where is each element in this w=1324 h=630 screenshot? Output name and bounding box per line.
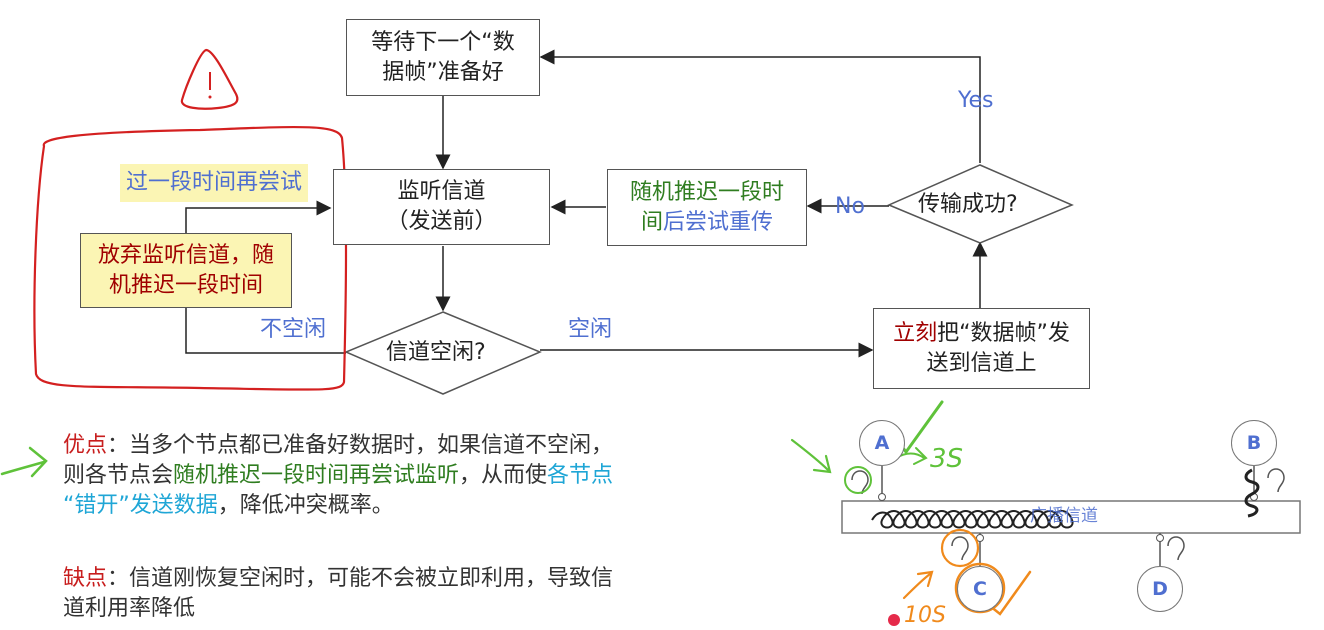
wait-box-line1: 等待下一个“数 [371,29,515,55]
success-diamond-shape [887,164,1074,244]
send-box-line1: 立刻把“数据帧”发 [893,319,1070,349]
pros-line2-a: 则各节点会 [63,463,174,488]
pros-line2-cyan: 各节点 [547,463,614,488]
give-up-listen-box: 放弃监听信道，随 机推迟一段时间 [80,233,292,308]
ear-icon-c [951,536,969,561]
pros-label: 优点 [63,433,108,458]
listen-channel-box: 监听信道 （发送前） [333,169,550,245]
retry-box-line2-b: 后尝试重传 [663,209,774,235]
idle-label: 空闲 [568,317,613,342]
node-d: D [1137,566,1183,612]
cons-line1-text: 信道刚恢复空闲时，可能不会被立即利用，导致信 [129,566,614,591]
green-circle-ear [844,466,872,494]
ear-icon-b [1267,468,1285,493]
node-b: B [1231,420,1277,466]
retry-box-line1: 随机推迟一段时 [629,179,784,205]
green-pointer-arrow [0,446,48,478]
retry-box-line2-a: 间 [640,209,663,235]
pros-line3: “错开”发送数据，降低冲突概率。 [63,491,763,521]
cons-label: 缺点 [63,566,108,591]
node-a: A [859,420,905,466]
giveup-box-line1: 放弃监听信道，随 [97,242,274,268]
pros-line3-b: ，降低冲突概率。 [217,493,394,518]
orange-circle-node-c [954,562,1006,614]
pros-line3-cyan: “错开”发送数据 [63,493,218,518]
pros-colon: ： [107,433,130,458]
pros-line2: 则各节点会随机推迟一段时间再尝试监听，从而使各节点 [63,461,763,491]
orange-arrow [902,570,934,600]
success-diamond-label: 传输成功? [918,192,1018,217]
cons-line1: 缺点：信道刚恢复空闲时，可能不会被立即利用，导致信 [63,564,763,594]
send-box-immediately: 立刻 [893,320,938,346]
cons-line2: 道利用率降低 [63,596,196,621]
arrow-success-to-wait [539,49,981,163]
stub-d-dot [1156,534,1164,542]
send-frame-box: 立刻把“数据帧”发 送到信道上 [873,308,1090,389]
giveup-box-line2: 机推迟一段时间 [108,272,263,298]
orange-check-c [988,570,1032,616]
no-label: No [835,194,865,219]
stub-c-dot [976,534,984,542]
warning-icon-dot [208,95,212,99]
send-box-line1-rest: 把“数据帧”发 [937,320,1070,346]
red-pointer-dot [888,614,900,626]
signal-scribble [871,510,1074,529]
retry-later-label: 过一段时间再尝试 [120,164,309,202]
pros-line1: 优点：当多个节点都已准备好数据时，如果信道不空闲， [63,431,763,461]
yes-label: Yes [958,88,994,113]
listen-box-line2: （发送前） [386,209,497,234]
arrow-giveup-to-listen [185,200,332,233]
idle-diamond-shape [344,311,542,395]
listen-box-line1: 监听信道 [397,179,486,204]
pros-line1-text: 当多个节点都已准备好数据时，如果信道不空闲， [129,433,614,458]
pros-line2-b: ，从而使 [459,463,548,488]
note-3s: 3S [930,444,964,474]
warning-icon [180,48,239,110]
orange-circle-ear-c [940,528,980,568]
stub-a-dot [878,493,886,501]
red-hand-outline [33,125,348,391]
broadcast-channel-label: 广播信道 [1030,506,1098,526]
cons-paragraph: 缺点：信道刚恢复空闲时，可能不会被立即利用，导致信 道利用率降低 [63,564,763,624]
wait-box-line2: 据帧”准备好 [382,59,504,85]
random-retry-box: 随机推迟一段时 间后尝试重传 [607,169,807,246]
retry-box-line2: 间后尝试重传 [641,208,773,238]
pros-paragraph: 优点：当多个节点都已准备好数据时，如果信道不空闲， 则各节点会随机推迟一段时间再… [63,431,763,521]
signal-scribble-b [1244,468,1260,518]
cons-colon: ： [107,566,130,591]
ear-icon-a [851,470,869,495]
idle-diamond-label: 信道空闲? [386,340,486,365]
line-idle-to-giveup [185,308,346,354]
not-idle-label: 不空闲 [260,317,327,342]
send-box-line2: 送到信道上 [926,350,1037,376]
node-c: C [957,566,1003,612]
pros-line2-green: 随机推迟一段时间再尝试监听 [173,463,460,488]
ear-icon-d [1167,536,1185,561]
green-arrow-to-ear [790,438,832,474]
note-10s: 10S [904,603,946,628]
wait-next-frame-box: 等待下一个“数 据帧”准备好 [346,19,540,96]
